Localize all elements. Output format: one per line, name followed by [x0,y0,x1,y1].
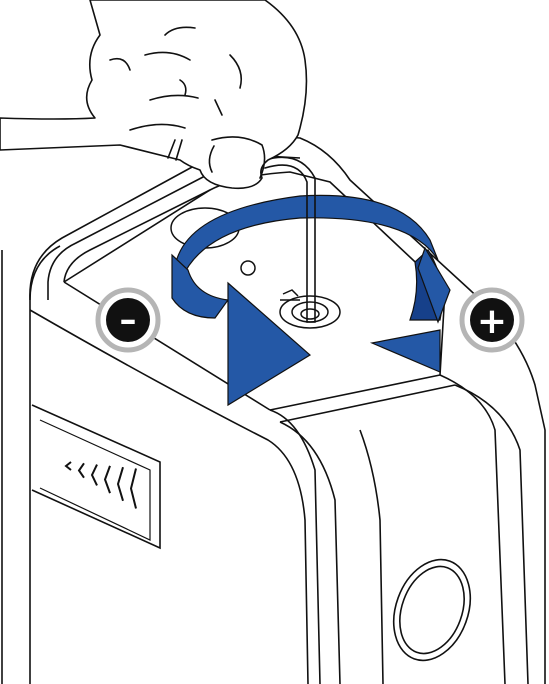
vent-chevron [79,463,84,477]
hand-illustration [0,0,306,188]
vent-chevron [92,465,97,486]
hex-key [265,157,315,322]
vent-panel [32,405,160,548]
side-button [380,549,483,671]
vent-chevron [131,469,136,509]
minus-badge: – [98,290,158,350]
vent-chevron [66,462,71,470]
rotation-arrow [172,195,450,405]
vent-chevron [118,467,123,501]
minus-symbol: – [120,300,137,340]
plus-symbol: + [477,301,507,342]
plus-badge: + [462,290,522,350]
vent-chevrons [66,462,136,509]
vent-chevron [105,466,110,493]
